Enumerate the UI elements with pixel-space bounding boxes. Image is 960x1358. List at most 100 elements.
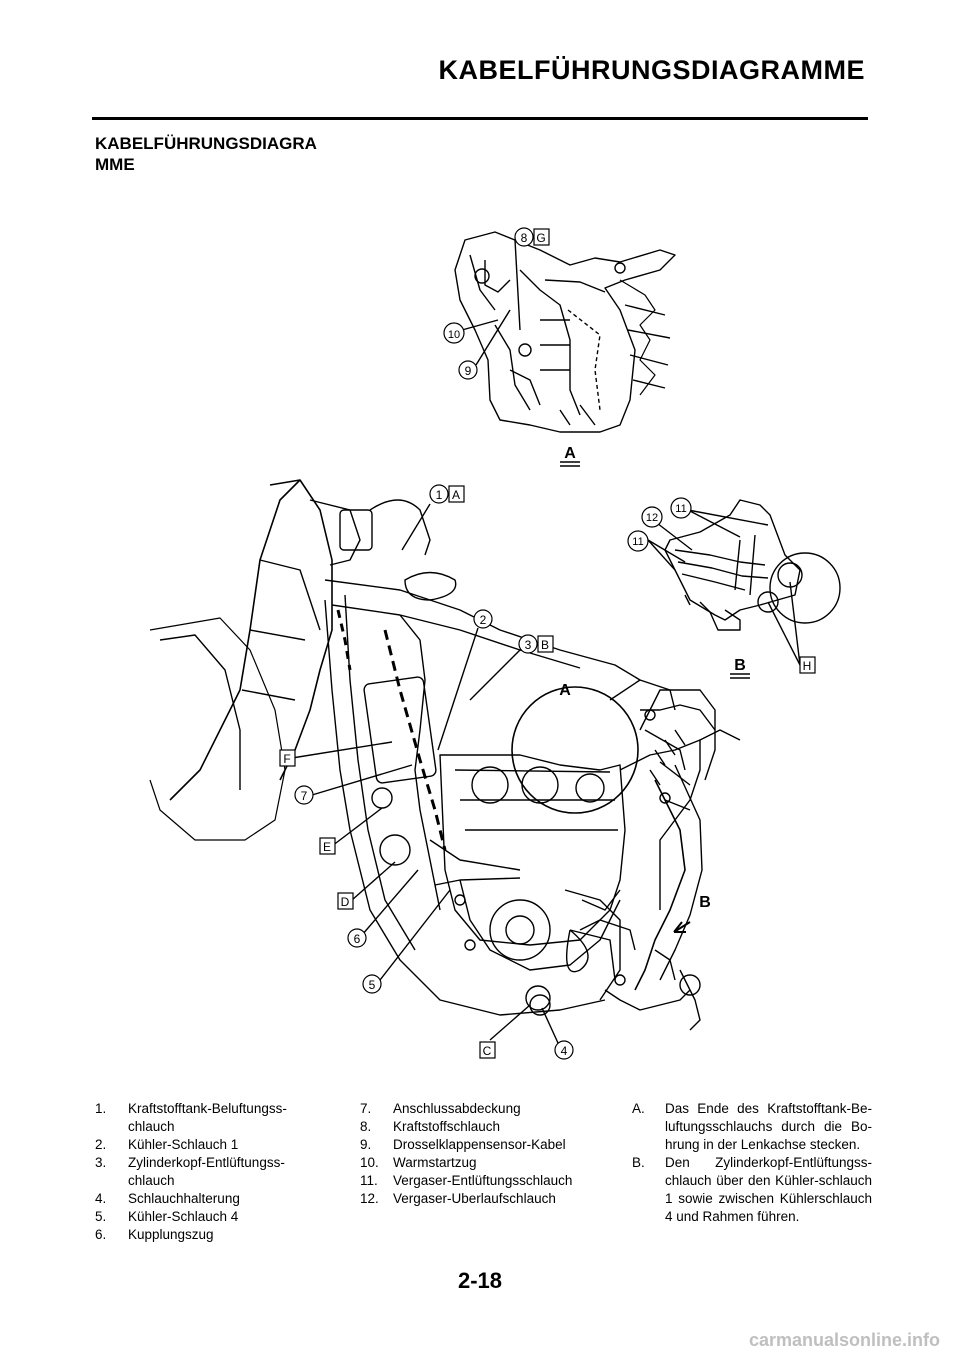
- main-view: [149, 479, 741, 1031]
- legend-item-a: A.Das Ende des Kraftstofftank-Be-luftung…: [632, 1101, 872, 1152]
- page-number: 2-18: [457, 1268, 503, 1293]
- leader-c: [489, 1004, 531, 1041]
- legend-item-1: 1.Kraftstofftank-Beluftungss-chlauch: [95, 1101, 287, 1134]
- label-h: H: [803, 659, 812, 673]
- callout-8-circle: [514, 227, 534, 247]
- callout-5: 5: [369, 978, 376, 992]
- view-label-a-main: A: [559, 682, 571, 699]
- section-title: KABELFÜHRUNGSDIAGRA MME: [95, 133, 365, 175]
- legend-item-4: 4.Schlauchhalterung: [95, 1191, 240, 1206]
- callout-7-circle: [294, 785, 314, 805]
- leader-f: [291, 741, 393, 759]
- label-g: G: [536, 231, 545, 245]
- legend-item-8: 8.Kraftstoffschlauch: [360, 1119, 501, 1134]
- leader-1: [401, 503, 431, 551]
- callout-6: 6: [354, 932, 361, 946]
- label-a: A: [452, 488, 460, 502]
- legend-item-3: 3.Zylinderkopf-Entlüftungss-chlauch: [95, 1155, 285, 1188]
- cable-routing-diagram: 8 10 9 1 2 3 11 12 11 7 6 5 4 G A B H F …: [100, 210, 870, 1080]
- diagram-svg: 8 10 9 1 2 3 11 12 11 7 6 5 4 G A B H F …: [149, 227, 841, 1060]
- label-e-box: [319, 837, 336, 855]
- callout-7: 7: [301, 789, 308, 803]
- leader-5: [379, 889, 451, 981]
- callout-11b-circle: [627, 530, 649, 552]
- label-h-box: [799, 656, 816, 674]
- callout-8: 8: [521, 231, 528, 245]
- label-b-box: [537, 635, 554, 653]
- callout-3: 3: [525, 638, 532, 652]
- legend-item-5: 5.Kühler-Schlauch 4: [95, 1209, 239, 1224]
- label-e: E: [323, 840, 331, 854]
- callout-11b: 11: [632, 536, 643, 548]
- leader-h2: [789, 581, 801, 666]
- callout-10-circle: [443, 322, 465, 344]
- section-title-line1: KABELFÜHRUNGSDIAGRA: [95, 134, 317, 153]
- callout-3-circle: [518, 634, 538, 654]
- callout-9-circle: [458, 360, 478, 380]
- legend-column-1: 1.Kraftstofftank-Beluftungss-chlauch 2.K…: [95, 1100, 330, 1244]
- label-g-box: [533, 228, 550, 246]
- legend-item-6: 6.Kupplungszug: [95, 1227, 214, 1242]
- label-d: D: [341, 895, 350, 909]
- label-a-box: [448, 485, 465, 503]
- section-title-line2: MME: [95, 155, 135, 174]
- callout-1: 1: [436, 488, 443, 502]
- legend-item-11: 11.Vergaser-Entlüftungsschlauch: [360, 1173, 573, 1188]
- callout-4-circle: [554, 1040, 574, 1060]
- callout-6-circle: [347, 928, 367, 948]
- leader-2: [437, 627, 479, 751]
- callout-5-circle: [362, 974, 382, 994]
- leader-d: [351, 861, 396, 901]
- label-f: F: [283, 752, 290, 766]
- leader-4: [541, 1007, 559, 1044]
- callout-10: 10: [448, 329, 460, 341]
- detail-circle-a: [511, 686, 639, 814]
- legend-item-9: 9.Drosselklappensensor-Kabel: [360, 1137, 566, 1152]
- label-d-box: [337, 892, 354, 910]
- label-f-box: [279, 749, 296, 767]
- leader-h: [767, 601, 801, 666]
- leader-8: [514, 239, 521, 331]
- label-c-box: [479, 1041, 496, 1059]
- callout-11a-circle: [670, 497, 692, 519]
- legend-item-12: 12.Vergaser-Uberlaufschlauch: [360, 1191, 556, 1206]
- leader-e: [331, 807, 383, 847]
- view-label-b-detail: B: [734, 657, 746, 674]
- leader-3: [469, 649, 521, 701]
- detail-circle-e: [371, 787, 393, 809]
- callout-4: 4: [561, 1044, 568, 1058]
- label-c: C: [483, 1044, 492, 1058]
- callout-11a: 11: [675, 503, 686, 515]
- detail-view-a: [454, 231, 676, 433]
- legend-item-10: 10.Warmstartzug: [360, 1155, 477, 1170]
- legend-item-b: B.Den Zylinderkopf-Entlüftungss-chlauch …: [632, 1155, 872, 1224]
- callout-12-circle: [641, 506, 663, 528]
- leader-12: [652, 519, 693, 551]
- leader-11a2: [687, 509, 769, 526]
- callout-2-circle: [473, 609, 493, 629]
- callout-1-circle: [429, 484, 449, 504]
- watermark-link[interactable]: carmanualsonline.info: [748, 1330, 940, 1350]
- legend-item-7: 7.Anschlussabdeckung: [360, 1101, 521, 1116]
- page-header-title: KABELFÜHRUNGSDIAGRAMME: [438, 55, 865, 85]
- leader-11b: [647, 539, 686, 563]
- leader-11a: [687, 509, 741, 538]
- leader-6: [361, 869, 419, 936]
- label-b: B: [541, 638, 549, 652]
- detail-circle-d: [379, 834, 411, 866]
- header-rule: [92, 117, 868, 120]
- view-b-arrow: [673, 921, 691, 933]
- callout-9: 9: [465, 364, 472, 378]
- callout-12: 12: [646, 512, 658, 524]
- legend-item-2: 2.Kühler-Schlauch 1: [95, 1137, 239, 1152]
- callout-2: 2: [480, 613, 487, 627]
- leader-11b2: [647, 539, 676, 571]
- view-label-a-top: A: [564, 445, 576, 462]
- leader-10: [461, 319, 499, 331]
- view-label-b-arrow: B: [699, 894, 711, 911]
- detail-view-b: [664, 499, 841, 631]
- leader-7: [311, 764, 413, 796]
- leader-9: [475, 309, 511, 366]
- legend-column-2: 7.Anschlussabdeckung 8.Kraftstoffschlauc…: [360, 1100, 610, 1208]
- detail-circle-c: [525, 985, 551, 1011]
